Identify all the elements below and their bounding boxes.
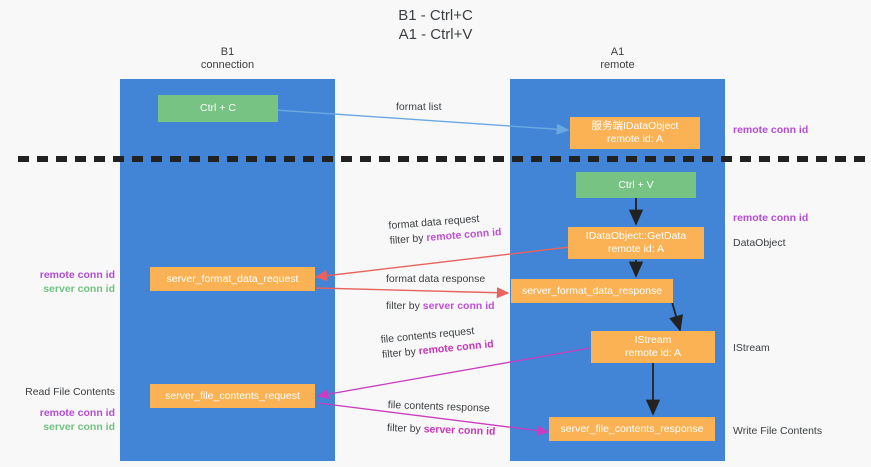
- edge-label-format-data-request: format data request filter by remote con…: [388, 210, 502, 249]
- annotation-left-read-file-title: Read File Contents: [25, 386, 115, 398]
- annotation-left-conn-ids-format-remote: remote conn id: [39, 269, 115, 281]
- edge-label-format-data-request-line2-plain: filter by: [389, 232, 427, 247]
- lane-header-a1: A1 remote: [600, 46, 635, 71]
- edge-label-file-contents-request: file contents request filter by remote c…: [380, 322, 494, 363]
- edge-label-file-contents-response-line2-highlight: server conn id: [423, 423, 496, 438]
- edge-label-file-contents-response: file contents response filter by server …: [387, 398, 497, 440]
- annotation-right-write-file-contents-text: Write File Contents: [733, 425, 823, 437]
- phase-divider: [18, 156, 871, 162]
- annotation-right-write-file-contents: Write File Contents: [733, 424, 822, 438]
- diagram-title: B1 - Ctrl+C A1 - Ctrl+V: [398, 7, 473, 43]
- edge-label-format-data-response-line2-highlight: server conn id: [422, 300, 495, 312]
- annotation-right-remote-conn-id-top-text: remote conn id: [733, 124, 809, 136]
- annotation-right-remote-conn-id-top: remote conn id: [733, 123, 808, 137]
- node-server-format-data-request[interactable]: server_format_data_request: [150, 267, 315, 291]
- annotation-left-conn-ids-format: remote conn id server conn id: [0, 268, 115, 296]
- edge-label-file-contents-response-line1: file contents response: [387, 398, 491, 415]
- annotation-left-read-file-remote: remote conn id: [39, 407, 115, 419]
- node-ctrl-c[interactable]: Ctrl + C: [158, 95, 278, 122]
- node-server-file-contents-request[interactable]: server_file_contents_request: [150, 384, 315, 408]
- annotation-right-remote-conn-id-mid: remote conn id: [733, 211, 808, 225]
- annotation-right-istream: IStream: [733, 341, 770, 355]
- node-istream[interactable]: IStream remote id: A: [591, 331, 715, 363]
- node-idataobject-getdata[interactable]: IDataObject::GetData remote id: A: [568, 227, 704, 259]
- annotation-right-istream-text: IStream: [733, 342, 770, 354]
- edge-label-format-list-line1: format list: [396, 101, 442, 113]
- annotation-left-read-file-server: server conn id: [43, 421, 115, 433]
- edge-label-file-contents-request-line2-plain: filter by: [381, 345, 420, 361]
- node-server-format-data-response[interactable]: server_format_data_response: [511, 279, 673, 303]
- node-ctrl-v[interactable]: Ctrl + V: [576, 172, 696, 198]
- annotation-right-dataobject: DataObject: [733, 236, 786, 250]
- node-server-file-contents-response[interactable]: server_file_contents_response: [549, 417, 715, 441]
- edge-label-format-data-response-line1: format data response: [386, 273, 486, 285]
- node-idataobject-remote[interactable]: 服务端IDataObject remote id: A: [570, 117, 700, 149]
- edge-label-format-data-response-line2-plain: filter by: [386, 300, 423, 312]
- annotation-left-conn-ids-format-server: server conn id: [43, 283, 115, 295]
- lane-header-b1: B1 connection: [200, 46, 255, 71]
- edge-label-file-contents-response-line2-plain: filter by: [386, 421, 424, 436]
- annotation-right-dataobject-text: DataObject: [733, 237, 786, 249]
- annotation-right-remote-conn-id-mid-text: remote conn id: [733, 212, 809, 224]
- annotation-left-read-file: Read File Contents remote conn id server…: [0, 385, 115, 434]
- edge-label-format-list: format list: [396, 100, 442, 115]
- edge-label-format-data-response: format data response filter by server co…: [386, 272, 495, 314]
